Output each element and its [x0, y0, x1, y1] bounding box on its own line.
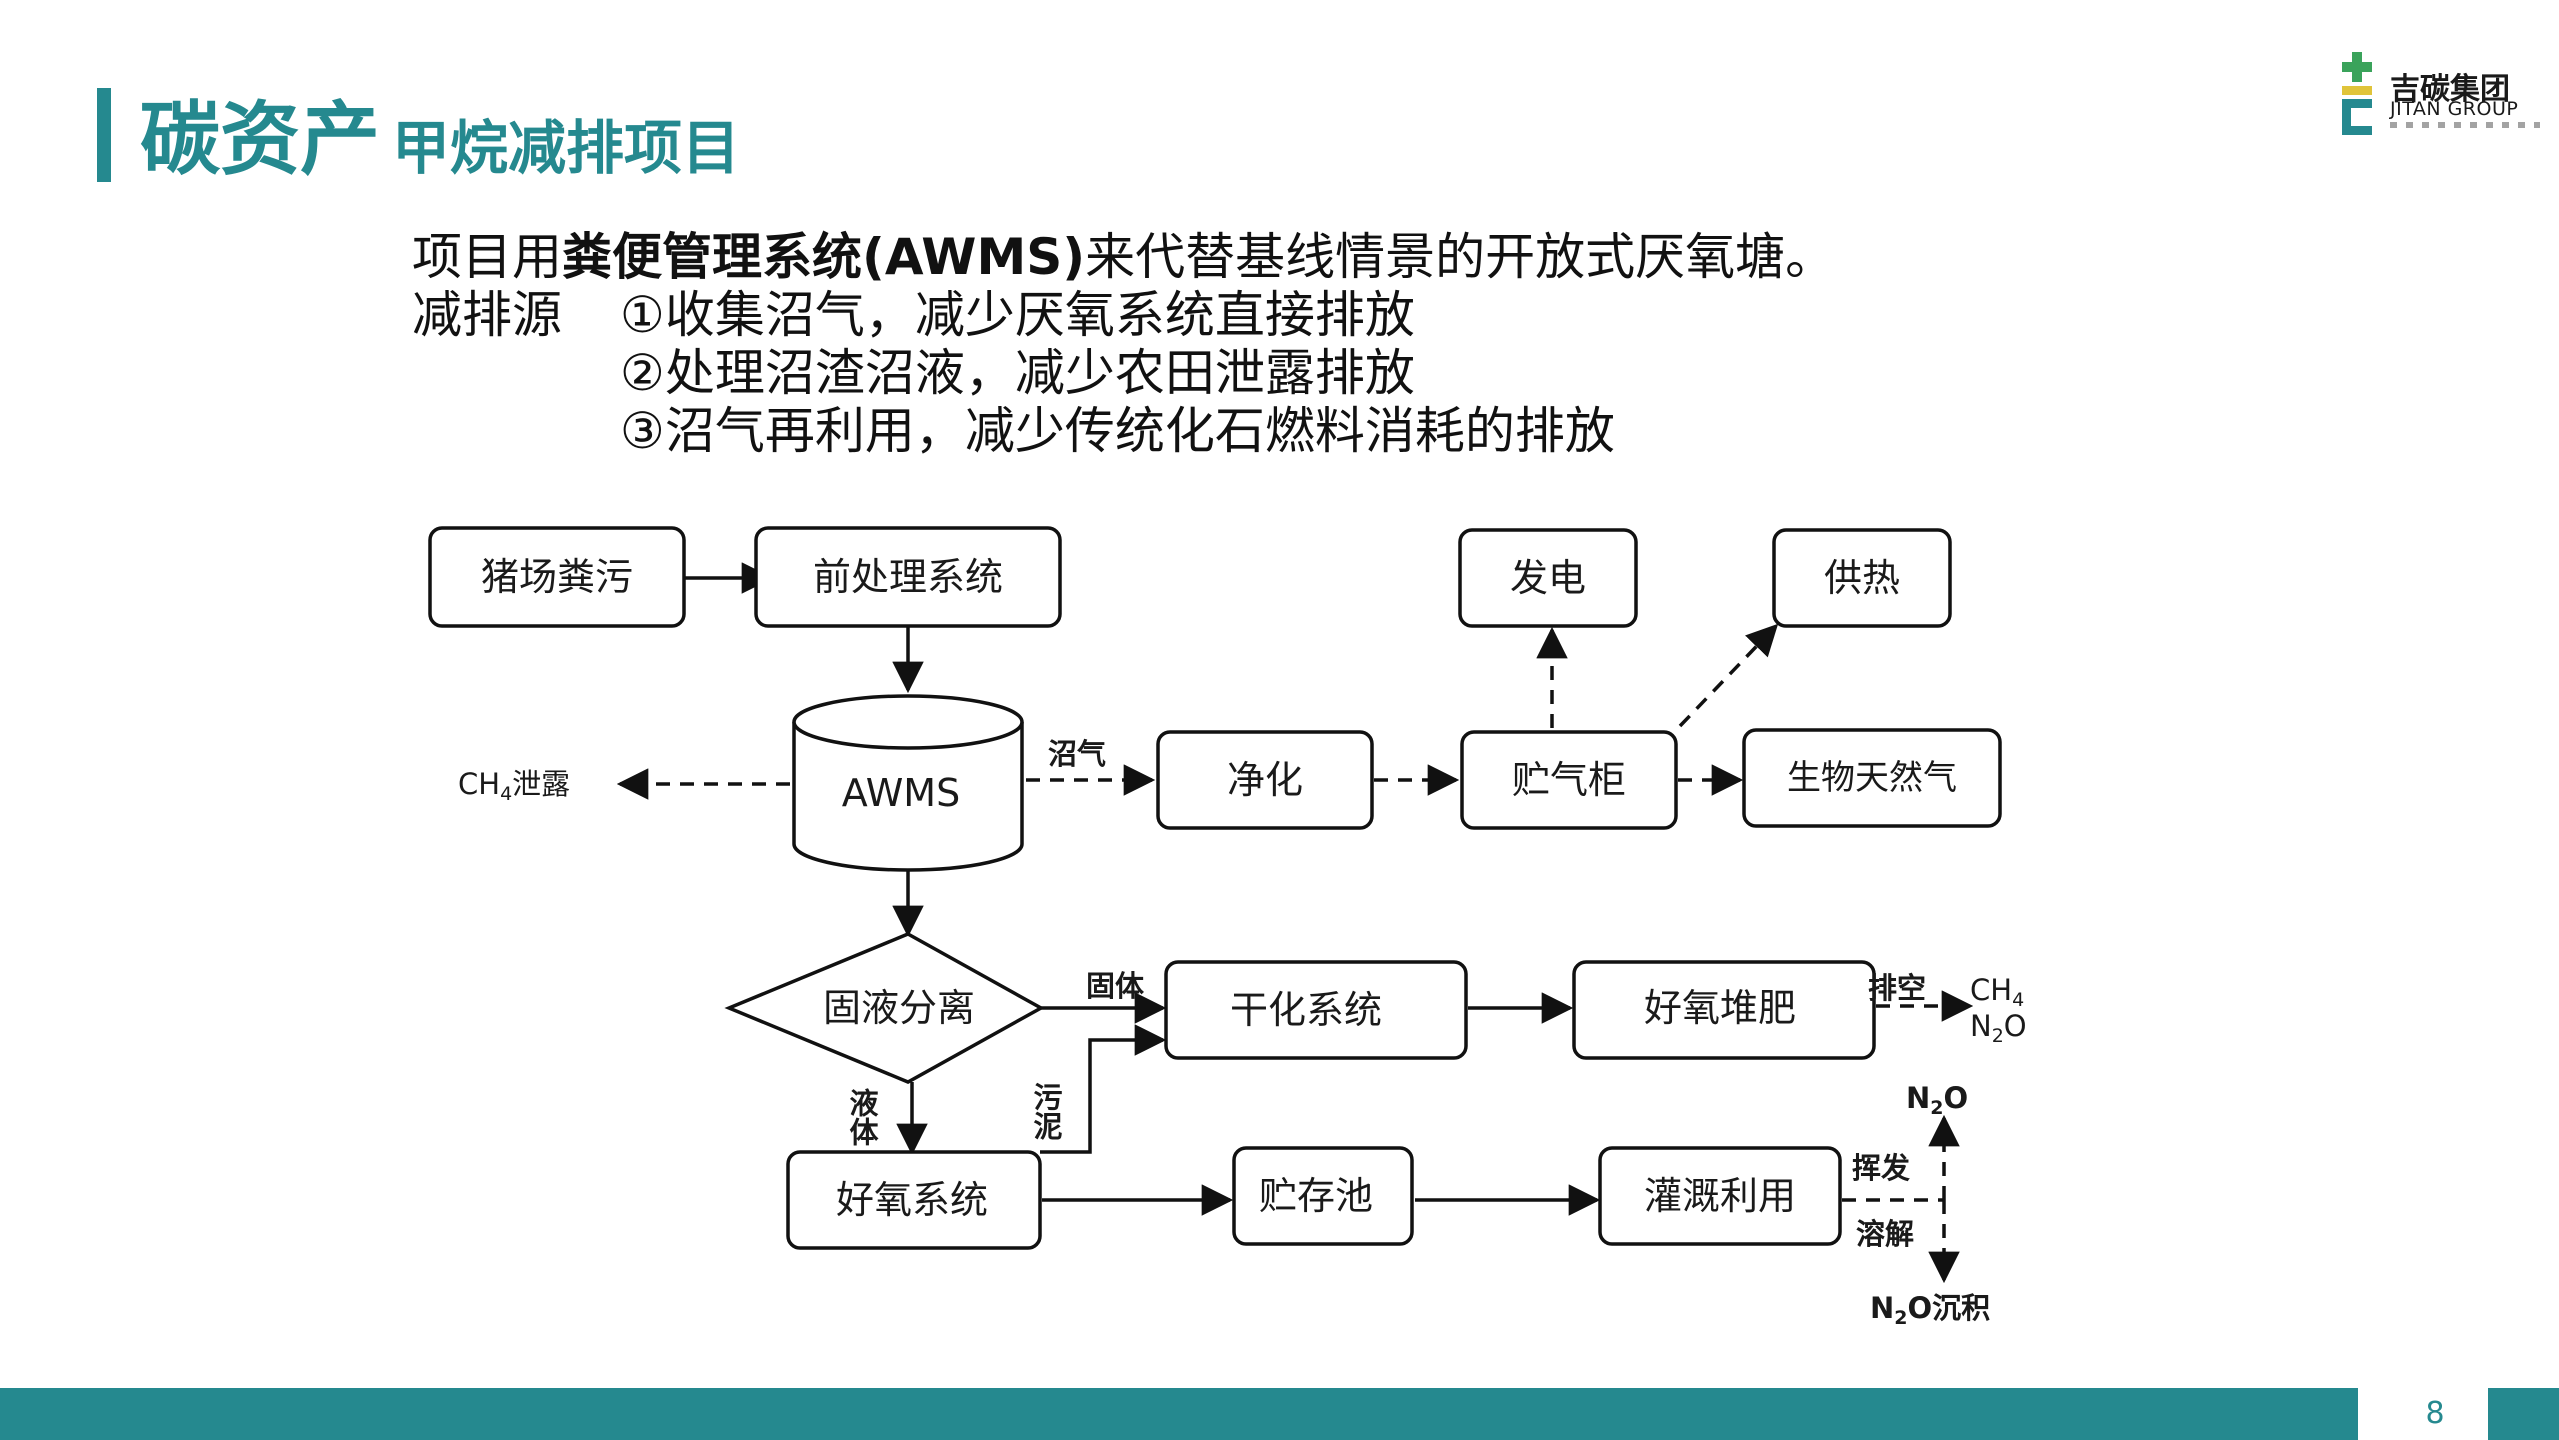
edge-holder-to-heat: [1678, 623, 1779, 728]
node-biogas: [1742, 728, 2002, 828]
page-number: 8: [2425, 1396, 2445, 1431]
node-labels: 猪场粪污 前处理系统 发电 供热 AWMS 净化 贮气柜 生物天然气 固液分离 …: [481, 555, 1957, 1222]
emission-labels: CH4泄露 CH4 N2O: [458, 767, 2027, 1047]
node-drying: [1164, 960, 1468, 1060]
edge-label-sludge-text: 污泥: [1029, 1082, 1063, 1141]
dashed-edges: [616, 623, 1974, 1284]
description-prefix: 项目用: [412, 228, 562, 286]
label-pig-manure: 猪场粪污: [481, 555, 633, 599]
edge-label-n2o-deposit: N2O沉积: [1870, 1291, 1990, 1329]
label-biogas: 生物天然气: [1787, 758, 1957, 798]
page-subtitle: 甲烷减排项目: [392, 114, 741, 182]
solid-edges: [684, 562, 1601, 1216]
node-irrigation: [1598, 1146, 1842, 1246]
edge-label-liquid-text: 液体: [845, 1088, 879, 1146]
label-pretreatment: 前处理系统: [813, 555, 1003, 599]
project-description: 项目用粪便管理系统(AWMS)来代替基线情景的开放式厌氧塘。 减排源 ①收集沼气…: [412, 228, 2132, 460]
edge-label-vent-n2o: N2O: [1970, 1009, 2027, 1047]
label-heat: 供热: [1824, 556, 1900, 600]
node-power: [1458, 528, 1638, 628]
node-purify: [1156, 730, 1374, 830]
node-storage: [1232, 1146, 1414, 1246]
page-title: 碳资产: [140, 93, 380, 186]
description-line-2: 减排源 ①收集沼气，减少厌氧系统直接排放: [412, 286, 2132, 344]
edge-label-solid: 固体: [1086, 969, 1145, 1003]
label-gas-holder: 贮气柜: [1512, 758, 1626, 802]
edge-labels: 沼气 固体 排空 挥发 溶解 污泥 液体 N2O N2O沉积: [845, 737, 1990, 1329]
label-storage: 贮存池: [1259, 1174, 1373, 1218]
edge-label-liquid: 液体: [845, 1088, 879, 1146]
edge-label-biogas: 沼气: [1048, 737, 1106, 771]
label-awms: AWMS: [842, 771, 960, 815]
logo-name: 吉碳集团: [2390, 72, 2510, 107]
edge-label-volatilize: 挥发: [1852, 1151, 1910, 1185]
source-item-1: ①收集沼气，减少厌氧系统直接排放: [620, 286, 1415, 344]
label-drying: 干化系统: [1230, 988, 1382, 1032]
description-suffix: 来代替基线情景的开放式厌氧塘。: [1085, 228, 1836, 286]
edge-label-n2o-top: N2O: [1906, 1081, 1968, 1119]
label-purify: 净化: [1227, 758, 1303, 802]
label-separation: 固液分离: [823, 986, 975, 1030]
node-heat: [1772, 528, 1952, 628]
logo-mark-icon: [2342, 52, 2372, 135]
node-pig-manure: [428, 526, 686, 628]
description-bold: 粪便管理系统(AWMS): [562, 228, 1086, 286]
logo-tagline-decoration: [2390, 122, 2540, 128]
node-pretreatment: [754, 526, 1062, 628]
node-gas-holder: [1460, 730, 1678, 830]
logo-name-en: JITAN GROUP: [2390, 98, 2519, 120]
node-awms-top: [792, 694, 1024, 750]
label-irrigation: 灌溉利用: [1644, 1174, 1796, 1218]
label-aerobic: 好氧系统: [836, 1178, 988, 1222]
node-separation: [724, 932, 1045, 1084]
edge-label-vent-ch4: CH4: [1970, 973, 2024, 1011]
description-line-4: ③沼气再利用，减少传统化石燃料消耗的排放: [412, 402, 2132, 460]
node-compost: [1572, 960, 1876, 1060]
node-aerobic: [786, 1150, 1042, 1250]
sources-label: 减排源: [412, 286, 562, 344]
edge-label-dissolve: 溶解: [1856, 1217, 1914, 1251]
label-compost: 好氧堆肥: [1644, 986, 1796, 1030]
node-awms-body: [792, 722, 1024, 872]
edge-label-sludge: 污泥: [1029, 1082, 1063, 1141]
diagram-nodes: [428, 526, 2002, 1250]
description-line-3: ②处理沼渣沼液，减少农田泄露排放: [412, 344, 2132, 402]
edge-aerobic-sludge-to-drying: [1040, 1024, 1167, 1154]
label-power: 发电: [1510, 556, 1586, 600]
title-accent-bar: [97, 88, 111, 182]
description-line-1: 项目用粪便管理系统(AWMS)来代替基线情景的开放式厌氧塘。: [412, 228, 2132, 286]
footer-bar: [0, 1388, 2358, 1440]
footer-bar-right: [2488, 1388, 2559, 1440]
edge-label-venting: 排空: [1868, 971, 1926, 1005]
company-logo: 吉碳集团 JITAN GROUP: [2330, 52, 2559, 142]
source-item-3: ③沼气再利用，减少传统化石燃料消耗的排放: [620, 402, 1615, 460]
source-item-2: ②处理沼渣沼液，减少农田泄露排放: [620, 344, 1415, 402]
edge-label-ch4-leak: CH4泄露: [458, 767, 570, 805]
